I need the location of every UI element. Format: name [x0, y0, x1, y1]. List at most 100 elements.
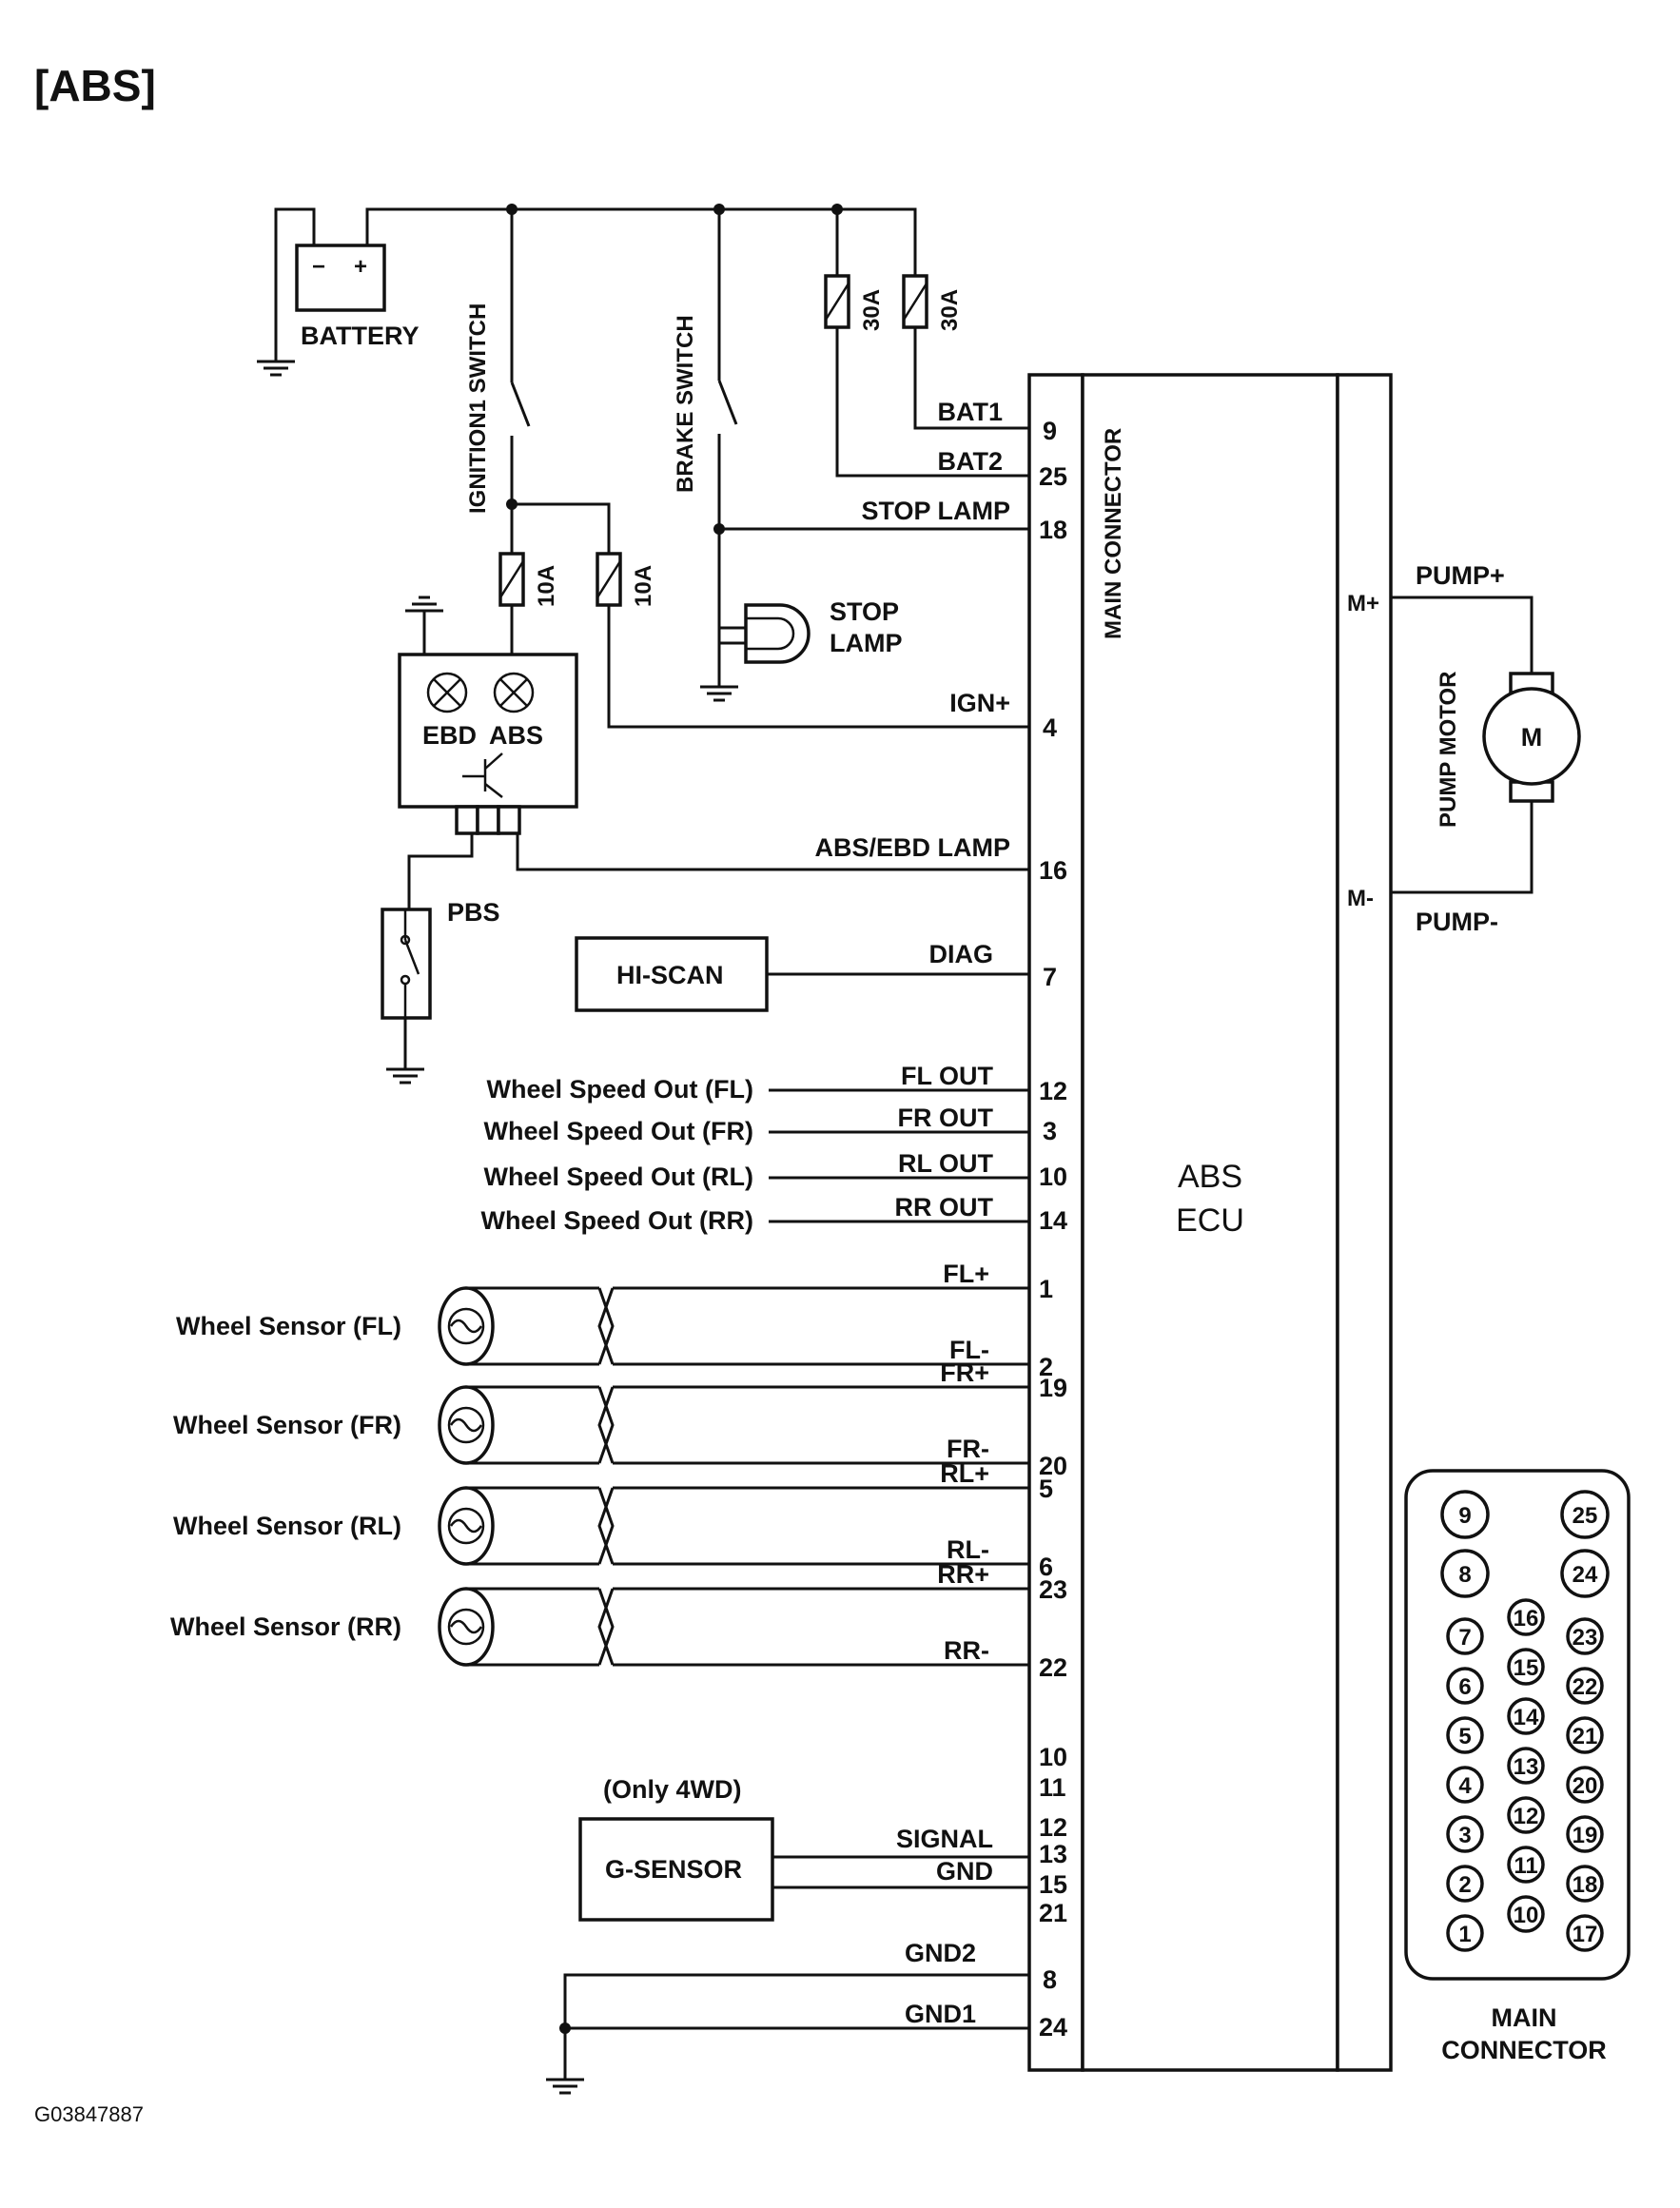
warning-lamp-cluster: EBD ABS	[398, 653, 578, 835]
wheel-sensor-fl-minus-pin: 2	[1039, 1353, 1053, 1381]
pump-motor: M PUMP MOTOR PUMP+ PUMP-	[1391, 561, 1581, 936]
signal-pin: 13	[1039, 1840, 1067, 1868]
pin-circle	[1566, 1766, 1604, 1804]
pin-circle-label: 4	[1458, 1773, 1472, 1799]
pin-circle-label: 22	[1573, 1674, 1598, 1700]
abs-lamp-label: ABS	[489, 721, 543, 750]
main-connector-vertical-label: MAIN CONNECTOR	[1101, 428, 1126, 639]
stop-lamp-label-2: LAMP	[830, 629, 903, 657]
g-sensor-box: (Only 4WD) G-SENSOR	[578, 1775, 774, 1922]
pin-10-label: 10	[1039, 1743, 1067, 1771]
pin-circle	[1560, 1490, 1610, 1539]
pump-motor-label: PUMP MOTOR	[1436, 672, 1461, 828]
pin-circle	[1507, 1598, 1545, 1636]
wheel-sensor-rl-minus-signal: RL-	[947, 1535, 989, 1564]
pin-circle-label: 5	[1458, 1724, 1471, 1749]
wheel-sensor-rl: Wheel Sensor (RL)RL+RL-56	[173, 1459, 1053, 1581]
pin-circle-label: 1	[1458, 1922, 1471, 1947]
pin-circle-label: 10	[1514, 1903, 1539, 1928]
fuse-10a-1: 10A	[498, 552, 559, 607]
pin-circle	[1566, 1914, 1604, 1952]
pin-circle	[1440, 1490, 1490, 1539]
ignition-switch-label: IGNITION1 SWITCH	[465, 303, 491, 514]
pin-circle	[1507, 1747, 1545, 1785]
fuse-10a-2: 10A	[596, 552, 656, 607]
pbs-label: PBS	[447, 898, 500, 927]
pin-circle-label: 25	[1573, 1503, 1598, 1529]
wheel-speed-out-group: Wheel Speed Out (FL) Wheel Speed Out (FR…	[480, 1062, 1067, 1235]
pin-circle	[1507, 1846, 1545, 1884]
battery-label: BATTERY	[301, 322, 420, 350]
fuse-10a-1-rating: 10A	[534, 565, 559, 607]
wheel-sensor-rl-label: Wheel Sensor (RL)	[173, 1512, 401, 1540]
ebd-lamp-label: EBD	[422, 721, 477, 750]
pin-circle	[1507, 1796, 1545, 1834]
pin-circle	[1446, 1865, 1484, 1903]
stop-lamp-pin: 18	[1039, 516, 1067, 544]
pin-circle-label: 20	[1573, 1773, 1598, 1799]
gnd1-pin: 24	[1039, 2013, 1067, 2042]
abs-ebd-lamp-signal: ABS/EBD LAMP	[814, 833, 1010, 862]
stop-lamp-signal: STOP LAMP	[861, 497, 1010, 525]
bat1-pin: 9	[1043, 417, 1057, 445]
pin-circle	[1566, 1716, 1604, 1754]
pump-minus-label: PUMP-	[1416, 908, 1498, 936]
pin-circle-label: 15	[1514, 1655, 1539, 1681]
wheel-speed-out-rr-label: Wheel Speed Out (RR)	[480, 1206, 753, 1235]
bat1-signal: BAT1	[937, 398, 1003, 426]
pin-circle	[1566, 1865, 1604, 1903]
ecu-label-1: ABS	[1178, 1159, 1242, 1195]
wheel-speed-out-fr-label: Wheel Speed Out (FR)	[484, 1117, 754, 1145]
fuse-30a-1-rating: 30A	[859, 289, 885, 331]
pin-circle-label: 12	[1514, 1804, 1539, 1829]
main-connector-pinout: 9825247654321161514131211102322212019181…	[1404, 1469, 1631, 1981]
wheel-sensor-fl-minus-signal: FL-	[949, 1336, 989, 1364]
gnd-signal: GND	[936, 1857, 993, 1886]
fuse-30a-1: 30A	[824, 274, 885, 331]
abs-ebd-lamp-pin: 16	[1039, 856, 1067, 885]
stop-lamp-label-1: STOP	[830, 597, 899, 626]
pin-circle-label: 3	[1458, 1823, 1471, 1848]
gnd1-signal: GND1	[905, 2000, 976, 2028]
signal-signal: SIGNAL	[896, 1825, 993, 1853]
pin-circle-label: 14	[1514, 1705, 1539, 1730]
wheel-speed-out-rl-label: Wheel Speed Out (RL)	[484, 1163, 754, 1191]
battery-plus-label: +	[354, 254, 367, 280]
pin-circle	[1440, 1549, 1490, 1598]
gnd-pin: 15	[1039, 1870, 1067, 1899]
wheel-sensor-fr-plus-signal: FR+	[940, 1358, 989, 1387]
ign-pin: 4	[1043, 713, 1057, 742]
figure-id: G03847887	[34, 2102, 144, 2126]
pin-circle-label: 11	[1514, 1853, 1537, 1879]
wheel-sensor-fr-plus-pin: 19	[1039, 1374, 1067, 1402]
rr-out-pin: 14	[1039, 1206, 1067, 1235]
wheel-sensor-rr-plus-pin: 23	[1039, 1575, 1067, 1604]
pin-21-label: 21	[1039, 1899, 1067, 1927]
wheel-sensor-fr-minus-pin: 20	[1039, 1452, 1067, 1480]
pin-circle-label: 24	[1573, 1562, 1598, 1588]
diag-pin: 7	[1043, 963, 1057, 991]
only-4wd-label: (Only 4WD)	[603, 1775, 742, 1804]
wheel-sensor-rr-minus-signal: RR-	[944, 1636, 989, 1665]
rl-out-signal: RL OUT	[898, 1149, 994, 1178]
bat2-signal: BAT2	[937, 447, 1003, 476]
pin-circle	[1566, 1667, 1604, 1705]
fr-out-pin: 3	[1043, 1117, 1057, 1145]
pin-circle-label: 8	[1458, 1562, 1471, 1588]
diag-signal: DIAG	[929, 940, 994, 968]
rr-out-signal: RR OUT	[895, 1193, 994, 1221]
wheel-sensor-rl-plus-signal: RL+	[940, 1459, 989, 1488]
gnd2-pin: 8	[1043, 1965, 1057, 1994]
brake-switch-label: BRAKE SWITCH	[673, 315, 698, 493]
pin-circle-label: 17	[1573, 1922, 1598, 1947]
pin-circle	[1507, 1697, 1545, 1735]
rl-out-pin: 10	[1039, 1163, 1067, 1191]
diagram-title: [ABS]	[34, 61, 156, 110]
wheel-sensor-fl: Wheel Sensor (FL)FL+FL-12	[176, 1260, 1053, 1381]
ign-signal: IGN+	[949, 689, 1010, 717]
pin-circle-label: 18	[1573, 1872, 1598, 1898]
motor-label: M	[1521, 723, 1543, 752]
pin-circle-label: 6	[1458, 1674, 1471, 1700]
bat2-pin: 25	[1039, 462, 1067, 491]
